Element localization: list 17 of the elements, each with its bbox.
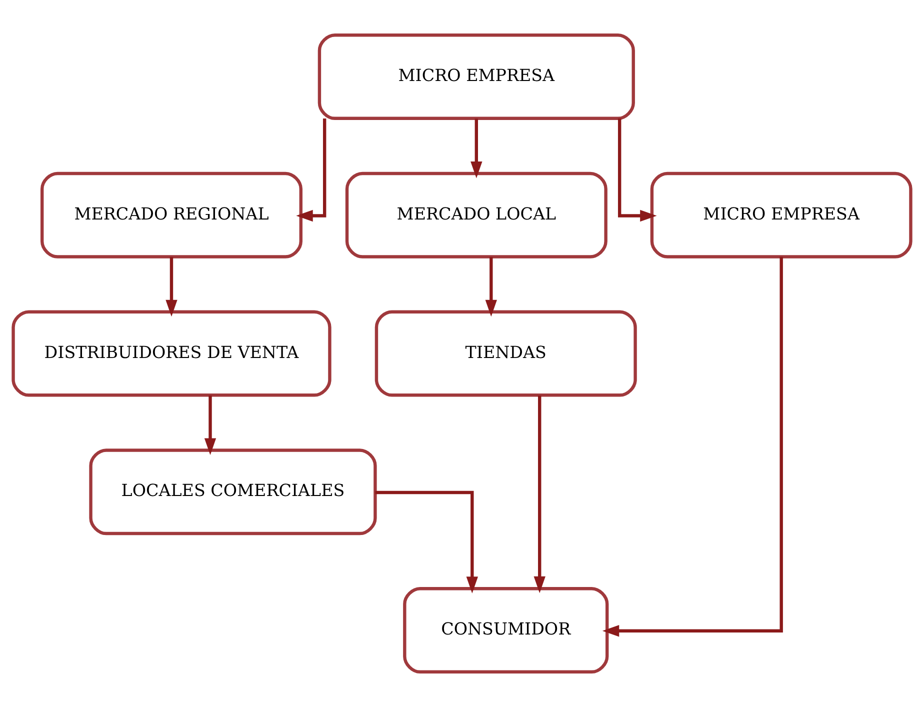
node-box: MERCADO LOCAL [345,171,608,258]
arrow [618,118,657,222]
arrow [485,256,497,316]
node-box: MERCADO REGIONAL [40,171,302,258]
node-box: MICRO EMPRESA [650,171,912,258]
node-box: CONSUMIDOR [403,586,609,673]
arrow [296,118,326,222]
node-box: MICRO EMPRESA [318,33,635,120]
arrow [166,256,178,316]
node-box: LOCALES COMERCIALES [89,448,377,535]
arrow [204,394,216,454]
arrow [602,256,783,636]
arrow [470,118,482,178]
node-box: TIENDAS [374,310,637,396]
arrow [534,395,546,593]
node-box: DISTRIBUIDORES DE VENTA [12,310,332,396]
arrow [375,490,478,593]
